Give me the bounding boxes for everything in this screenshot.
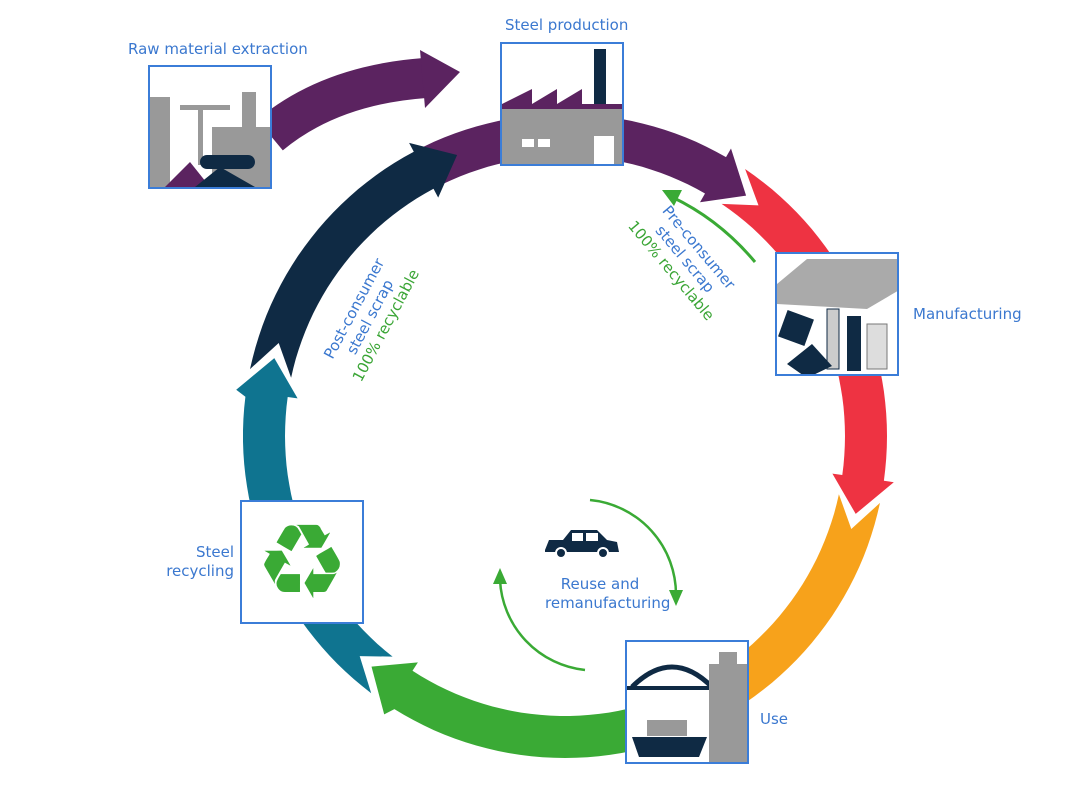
car-icon [545,530,619,559]
raw-material-box [148,65,272,189]
stage-label-steel-production: Steel production [505,16,629,34]
raw-material-arrow-head [420,50,460,108]
reuse-arrow-right-head [669,590,683,606]
steel-production-box [500,42,624,166]
recycle-icon: ♻ [255,501,349,623]
steel-recycling-box: ♻ [240,500,364,624]
label-line: recycling [166,562,234,580]
ring-segment-navy [250,142,458,378]
label-line: Steel [196,543,235,561]
ring-segment-purple [413,114,747,203]
manufacturing-box [775,252,899,376]
factory-icon [502,49,622,164]
mine-icon [150,92,270,187]
ring-segment-red [721,169,894,514]
pre-consumer-arrow-head [662,190,682,206]
reuse-arrow-left-head [493,568,507,584]
reuse-arrow-right [589,498,678,596]
label-line: remanufacturing [545,594,671,612]
reuse-arrow-left [498,579,586,672]
use-box [625,640,749,764]
raw-material-arrow [257,58,427,151]
pre-consumer-arrow [671,195,757,263]
steel-products-icon [777,259,897,374]
label-line: Reuse and [560,575,640,593]
stage-label-use: Use [760,710,789,728]
ring-segment-green [371,662,676,758]
stage-label-steel-recycling: Steel recycling [166,543,235,581]
city-icon [627,652,747,762]
stage-label-raw-material: Raw material extraction [128,40,308,58]
reuse-label: Reuse and remanufacturing [545,575,671,613]
stage-label-manufacturing: Manufacturing [913,305,1022,323]
ring-segment-teal [236,358,393,694]
